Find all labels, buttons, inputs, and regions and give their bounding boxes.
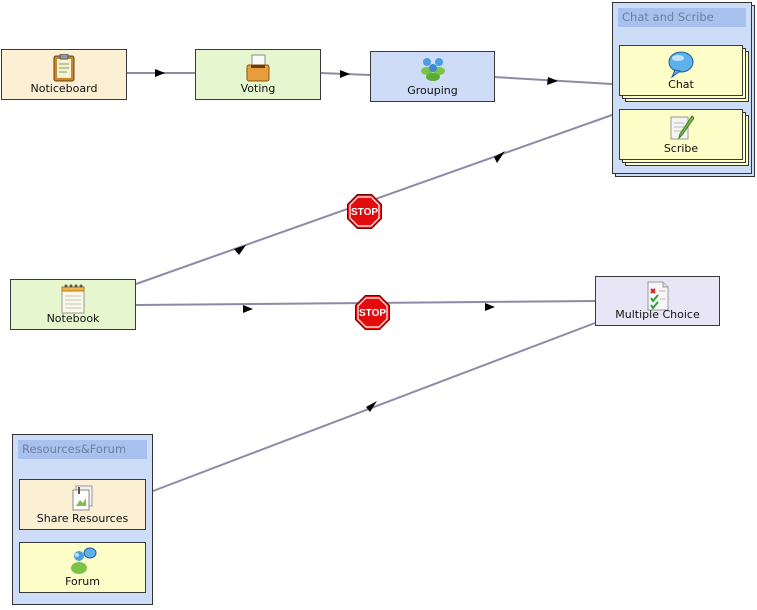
activity-label: Forum (65, 575, 100, 588)
stop-sign-icon: STOP (355, 295, 390, 330)
activity-label: Share Resources (36, 512, 129, 525)
checklist-icon (646, 281, 670, 315)
stop-gate-1[interactable]: STOP (347, 194, 382, 229)
group-title: Resources&Forum (18, 440, 147, 459)
activity-forum[interactable]: Forum (19, 542, 146, 593)
activity-label: Multiple Choice (615, 308, 700, 321)
scribe-pen-icon (668, 114, 695, 146)
activity-chat[interactable]: Chat (619, 45, 743, 96)
arrow-head (485, 303, 495, 311)
activity-label: Notebook (46, 312, 100, 325)
activity-label: Grouping (407, 84, 458, 97)
activity-multiple-choice[interactable]: Multiple Choice (595, 276, 720, 326)
activity-scribe[interactable]: Scribe (619, 109, 743, 160)
arrow-head (155, 69, 165, 77)
stop-sign-icon: STOP (347, 194, 382, 229)
chat-bubble-icon (667, 50, 695, 82)
forum-people-icon (68, 547, 98, 579)
arrow-head (494, 151, 505, 163)
ballot-box-icon (245, 54, 271, 86)
activity-label: Chat (668, 78, 694, 91)
arrow-head (547, 77, 558, 85)
noticeboard-icon (53, 53, 75, 86)
stop-gate-2[interactable]: STOP (355, 295, 390, 330)
activity-noticeboard[interactable]: Noticeboard (1, 49, 127, 100)
arrow-head (366, 401, 377, 412)
edge-multiple-choice-resources[interactable] (152, 322, 596, 492)
group-chat-and-scribe[interactable]: Chat and Scribe Chat Scribe (612, 2, 752, 174)
activity-share-resources[interactable]: Share Resources (19, 479, 146, 530)
arrow-head (243, 305, 253, 313)
activity-voting[interactable]: Voting (195, 49, 321, 100)
activity-notebook[interactable]: Notebook (10, 279, 136, 330)
activity-label: Voting (240, 82, 276, 95)
group-resources-and-forum[interactable]: Resources&Forum Share Resources Forum (12, 434, 153, 605)
activity-label: Noticeboard (30, 82, 98, 95)
activity-grouping[interactable]: Grouping (370, 51, 495, 102)
stop-label: STOP (359, 308, 386, 319)
group-people-icon (418, 56, 448, 86)
arrow-head (234, 245, 246, 255)
notebook-icon (60, 284, 86, 318)
stop-label: STOP (351, 207, 378, 218)
group-title: Chat and Scribe (618, 8, 746, 27)
arrow-head (340, 70, 350, 78)
share-resources-icon (70, 484, 96, 516)
activity-label: Scribe (663, 142, 699, 155)
